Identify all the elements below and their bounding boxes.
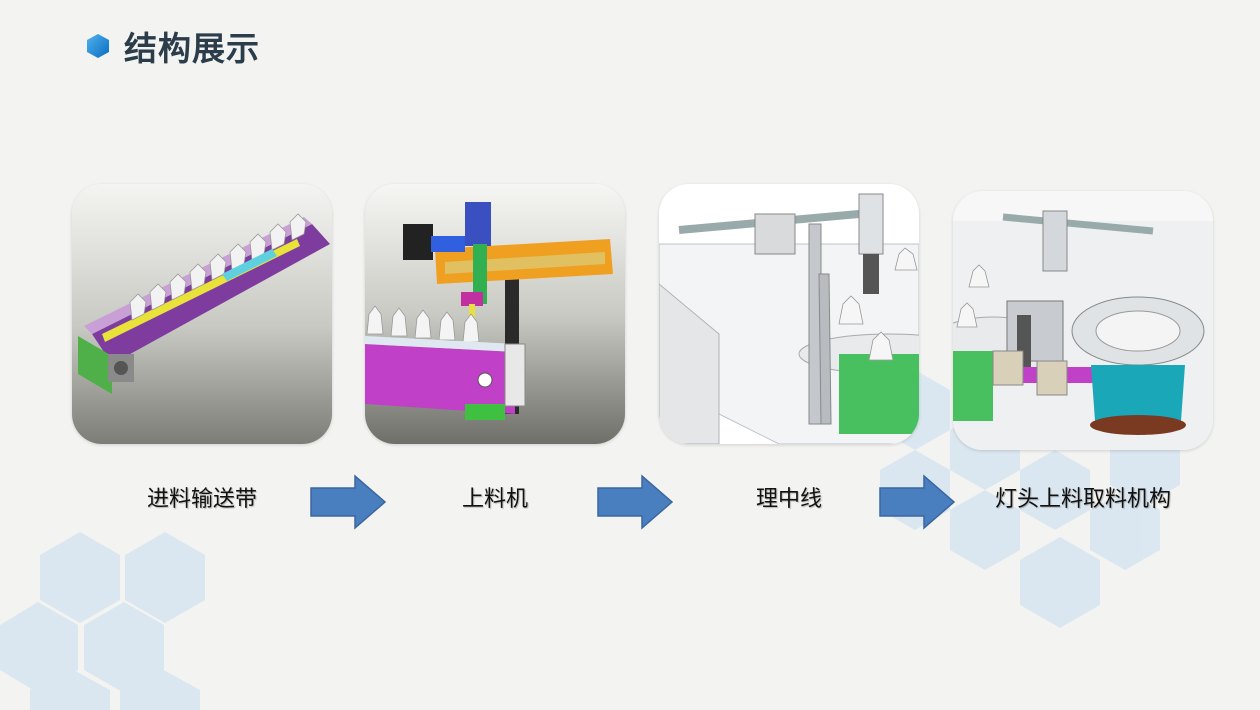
- right-arrow-icon: [597, 474, 674, 530]
- step-label-centering-line: 理中线: [755, 487, 822, 512]
- page-header: 结构展示: [86, 26, 260, 68]
- hexagon-bullet-icon: [87, 34, 109, 58]
- step-label-loading-machine: 上料机: [461, 487, 528, 512]
- right-arrow-icon: [310, 474, 387, 530]
- centering-line-cad-image: [659, 184, 919, 444]
- page-title: 结构展示: [124, 29, 260, 68]
- step-label-lamp-cap-pick: 灯头上料取料机构: [994, 487, 1171, 512]
- loading-machine-cad-image: [365, 184, 625, 444]
- feed-conveyor-cad-image: [72, 184, 332, 444]
- lamp-cap-pick-mechanism-cad-image: [953, 191, 1213, 450]
- step-label-feed-conveyor: 进料输送带: [146, 487, 257, 512]
- right-arrow-icon: [879, 474, 956, 530]
